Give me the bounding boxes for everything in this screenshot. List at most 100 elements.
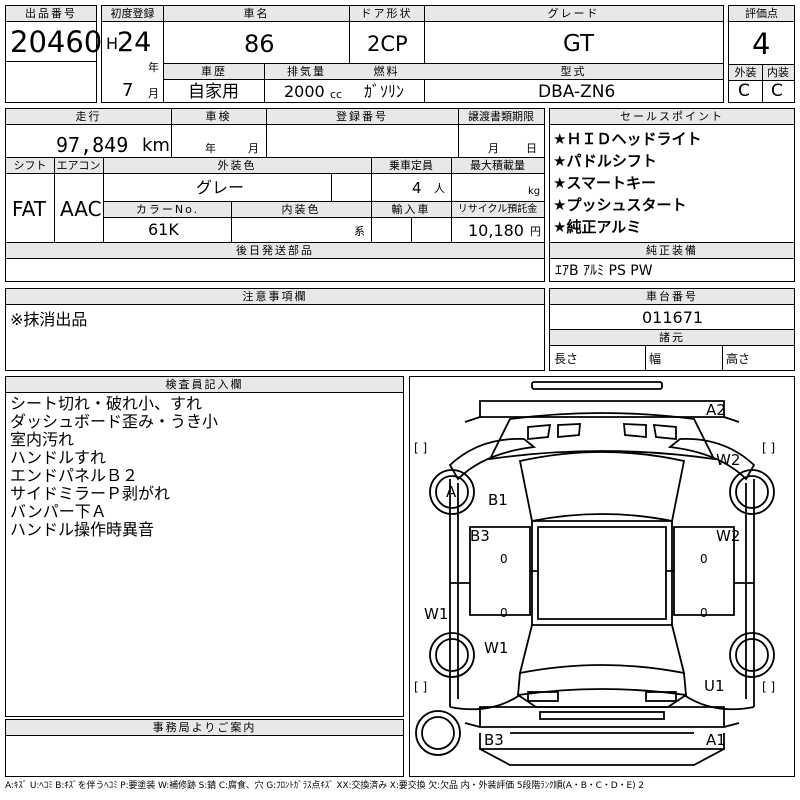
inspector-note: ダッシュボード歪み・うき小	[10, 412, 219, 431]
vehicle-info-box: 車名 ドア形状 グレード 86 2CP GT 車歴 排気量 燃料 型式 自家用 …	[163, 5, 724, 103]
model-code: DBA-ZN6	[538, 82, 616, 102]
first-registration-label: 初度登録	[102, 6, 163, 22]
score-label: 評価点	[729, 6, 794, 22]
damage-mark-b3-bottom: B3	[484, 731, 504, 749]
interior-color-unit: 系	[354, 225, 365, 238]
zero-mark: 0	[500, 606, 508, 620]
damage-mark-a1: A1	[706, 731, 726, 749]
plate-label: 登録番号	[266, 109, 458, 125]
damage-mark-a2: A2	[706, 401, 726, 419]
inspector-note: ハンドル操作時異音	[10, 520, 155, 539]
seats-unit: 人	[434, 182, 445, 195]
mileage-label: 走行	[6, 109, 171, 125]
inspection-label: 車検	[171, 109, 266, 125]
car-outline	[415, 381, 775, 766]
reg-month: 7	[122, 80, 134, 101]
zero-mark: 0	[500, 552, 508, 566]
damage-mark-b1: B1	[488, 491, 508, 509]
selling-point: ★ＨＩＤヘッドライト	[553, 130, 702, 148]
options: ｴｱB ｱﾙﾐ PS PW	[555, 263, 653, 279]
reg-year: 24	[117, 27, 152, 58]
history: 自家用	[188, 82, 239, 102]
transfer-month-unit: 月	[488, 142, 499, 155]
air-conditioner: AAC	[60, 197, 102, 221]
recycle-unit: 円	[530, 225, 541, 238]
selling-point: ★スマートキー	[553, 174, 656, 192]
width-label: 幅	[649, 352, 662, 366]
lot-number-box: 出品番号 20460	[5, 5, 102, 62]
recycle-label: リサイクル預託金	[451, 202, 544, 218]
load-unit: kg	[528, 186, 541, 197]
color-number: 61K	[148, 220, 179, 239]
era: H	[106, 34, 119, 53]
inspector-note: 室内汚れ	[10, 430, 75, 449]
import-label: 輸入車	[371, 202, 451, 218]
damage-mark-u1: U1	[704, 677, 725, 695]
month-unit: 月	[148, 87, 159, 100]
selling-points-label: セールスポイント	[550, 109, 794, 125]
options-box: 純正装備 ｴｱB ｱﾙﾐ PS PW	[549, 242, 795, 282]
inspector-note: バンパー下Ａ	[10, 502, 107, 521]
car-diagram-box: A2 W2 A B1 B3 W2 W1 W1 U1 B3 A1 [ ] [ ] …	[409, 376, 795, 777]
selling-point: ★純正アルミ	[553, 218, 642, 236]
color-label: 外装色	[103, 158, 371, 174]
specs-label: 諸元	[550, 330, 794, 346]
mileage: 97,849	[56, 133, 129, 157]
bracket-bottom-left: [ ]	[414, 680, 427, 694]
inspector-note: エンドパネルＢ２	[10, 466, 139, 485]
fuel-label: 燃料	[349, 64, 424, 80]
lot-number: 20460	[10, 25, 103, 59]
notes-label: 注意事項欄	[6, 289, 544, 305]
mileage-unit: km	[142, 135, 170, 156]
exterior-grade: C	[738, 81, 750, 101]
chassis-label: 車台番号	[550, 289, 794, 305]
interior-grade: C	[771, 81, 783, 101]
transfer-day-unit: 日	[526, 142, 537, 155]
recycle-fee: 10,180	[468, 221, 524, 240]
fuel: ｶﾞｿﾘﾝ	[364, 82, 405, 101]
inspection-year-unit: 年	[205, 142, 216, 155]
length-label: 長さ	[554, 352, 579, 366]
selling-point: ★パドルシフト	[553, 152, 657, 170]
later-parts-label: 後日発送部品	[6, 243, 544, 259]
notes-box: 注意事項欄 ※抹消出品	[5, 288, 545, 371]
inspection-month-unit: 月	[248, 142, 259, 155]
seats: 4	[412, 179, 422, 197]
transfer-label: 譲渡書類期限	[458, 109, 544, 125]
height-label: 高さ	[726, 352, 751, 366]
door-type: 2CP	[367, 32, 408, 56]
damage-mark-w1-left: W1	[424, 605, 448, 623]
chassis-number: 011671	[642, 308, 704, 327]
shift-label: シフト	[6, 158, 54, 174]
score-box: 評価点 4 外装 内装 C C	[728, 5, 795, 103]
year-unit: 年	[148, 61, 159, 74]
interior-label: 内装	[762, 65, 794, 81]
car-diagram: A2 W2 A B1 B3 W2 W1 W1 U1 B3 A1 [ ] [ ] …	[414, 381, 775, 766]
chassis-box: 車台番号 011671 諸元 長さ 幅 高さ	[549, 288, 795, 371]
bracket-left: [ ]	[414, 441, 427, 455]
displacement-unit: cc	[330, 88, 343, 101]
office-box: 事務局よりご案内	[5, 719, 404, 777]
ac-label: エアコン	[54, 158, 103, 174]
inspector-label: 検査員記入欄	[6, 377, 403, 393]
later-parts-box: 後日発送部品	[5, 242, 545, 282]
seats-label: 乗車定員	[371, 158, 451, 174]
zero-mark: 0	[700, 606, 708, 620]
interior-color-label: 内装色	[231, 202, 371, 218]
first-registration-box: 初度登録 H 24 年 7 月	[101, 5, 164, 103]
grade-label: グレード	[424, 6, 723, 22]
damage-mark-a: A	[446, 483, 457, 501]
main-info-block: 走行 車検 登録番号 譲渡書類期限 97,849 km 年 月 月 日 シフト …	[5, 108, 545, 243]
legend-footer: A:ｷｽﾞ U:ﾍｺﾐ B:ｷｽﾞを伴うﾍｺﾐ P:要塗装 W:補修跡 S:錆 …	[5, 781, 644, 791]
bracket-right: [ ]	[762, 441, 775, 455]
grade: GT	[563, 31, 595, 57]
selling-points-box: セールスポイント ★ＨＩＤヘッドライト ★パドルシフト ★スマートキー ★プッシ…	[549, 108, 795, 243]
exterior-label: 外装	[729, 65, 762, 81]
notes: ※抹消出品	[10, 310, 88, 329]
bracket-bottom-right: [ ]	[762, 680, 775, 694]
damage-mark-b3-left: B3	[470, 527, 490, 545]
door-label: ドア形状	[349, 6, 424, 22]
shift: FAT	[12, 197, 47, 221]
history-label: 車歴	[164, 64, 264, 80]
office-label: 事務局よりご案内	[6, 720, 403, 736]
